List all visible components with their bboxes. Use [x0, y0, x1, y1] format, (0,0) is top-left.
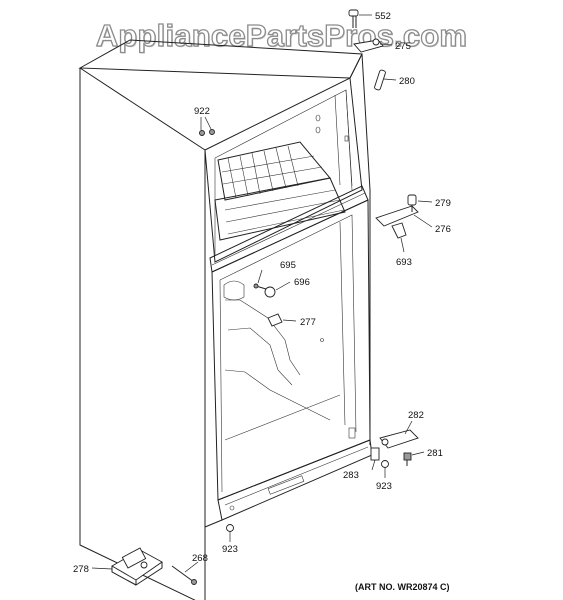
fresh-food-compartment: [211, 199, 371, 501]
screw-552: [348, 9, 359, 28]
callout-282: 282: [408, 410, 424, 421]
callout-552: 552: [375, 11, 391, 22]
screw-281: [403, 452, 412, 466]
shim-693: [391, 222, 407, 239]
callout-280: 280: [399, 76, 415, 87]
washer-923-bottom: [226, 524, 234, 532]
bottom-rail: [204, 439, 373, 528]
art-number: (ART NO. WR20874 C): [355, 582, 450, 592]
screw-695: [253, 283, 267, 290]
cabinet-shell: [78, 39, 371, 600]
callout-275: 275: [395, 41, 411, 52]
callout-276: 276: [435, 224, 451, 235]
plug-696: [264, 286, 276, 298]
callout-268: 268: [192, 553, 208, 564]
callout-922: 922: [194, 106, 210, 117]
callout-696: 696: [294, 277, 310, 288]
hinge-275: [353, 38, 384, 53]
pin-280: [374, 69, 386, 91]
callout-278: 278: [73, 564, 89, 575]
callout-923-right: 923: [376, 481, 392, 492]
freezer-compartment: [204, 77, 369, 273]
callout-281: 281: [427, 448, 443, 459]
callout-695: 695: [280, 260, 296, 271]
plugs-922: [199, 129, 215, 136]
hinge-282: [379, 429, 419, 449]
watermark: AppliancePartsPros.com: [95, 17, 468, 53]
callout-labels: 552 275 280 922 279 276 693 695 696 277 …: [73, 11, 451, 592]
shim-283: [370, 447, 380, 461]
callout-279: 279: [435, 198, 451, 209]
hinge-276: [375, 194, 419, 227]
callout-283: 283: [343, 470, 359, 481]
rod-268: [171, 565, 197, 585]
leveling-leg-278: [111, 547, 163, 586]
callout-923-bottom: 923: [222, 544, 238, 555]
washer-923-right: [381, 460, 389, 468]
callout-277: 277: [300, 317, 316, 328]
leader-lines: [91, 14, 433, 573]
callout-693: 693: [396, 257, 412, 268]
bracket-277: [267, 313, 283, 327]
